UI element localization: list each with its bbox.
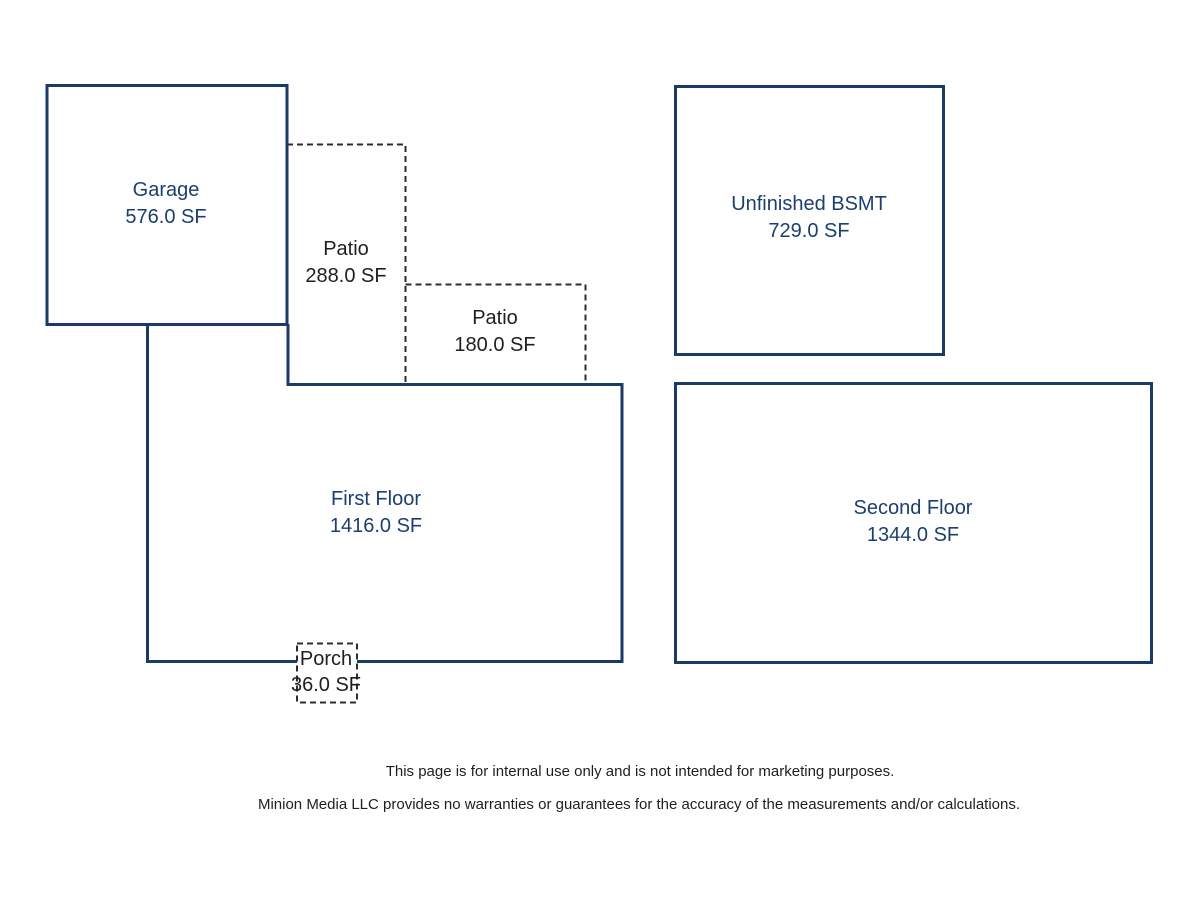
porch-label: Porch 36.0 SF [291, 646, 361, 698]
patio-288-label: Patio 288.0 SF [305, 236, 386, 290]
footer-disclaimer-line2: Minion Media LLC provides no warranties … [257, 796, 1021, 813]
unfinished-bsmt-label: Unfinished BSMT 729.0 SF [731, 191, 887, 245]
area-name: Patio [323, 238, 369, 260]
area-size: 1344.0 SF [866, 524, 960, 546]
area-name: Second Floor [853, 497, 973, 519]
area-size: 180.0 SF [454, 334, 536, 356]
footer-disclaimer-line1: This page is for internal use only and i… [385, 763, 895, 780]
first-floor-outline [146, 324, 624, 663]
area-name: First Floor [330, 488, 421, 510]
patio-180-outline [405, 283, 587, 383]
second-floor-outline [674, 382, 1153, 664]
area-size: 36.0 SF [290, 674, 362, 696]
garage-outline [45, 84, 289, 326]
porch-outline [296, 642, 358, 704]
garage-label: Garage 576.0 SF [125, 177, 206, 231]
area-name: Porch [299, 648, 353, 670]
area-size: 576.0 SF [125, 206, 207, 228]
area-name: Unfinished BSMT [731, 193, 887, 215]
area-name: Garage [132, 179, 200, 201]
second-floor-label: Second Floor 1344.0 SF [854, 495, 973, 549]
area-size: 1416.0 SF [329, 515, 423, 537]
patio-180-label: Patio 180.0 SF [454, 305, 535, 359]
area-size: 288.0 SF [305, 265, 387, 287]
unfinished-bsmt-outline [674, 85, 945, 356]
area-name: Patio [472, 307, 518, 329]
area-size: 729.0 SF [768, 220, 850, 242]
first-floor-label: First Floor 1416.0 SF [330, 486, 422, 540]
